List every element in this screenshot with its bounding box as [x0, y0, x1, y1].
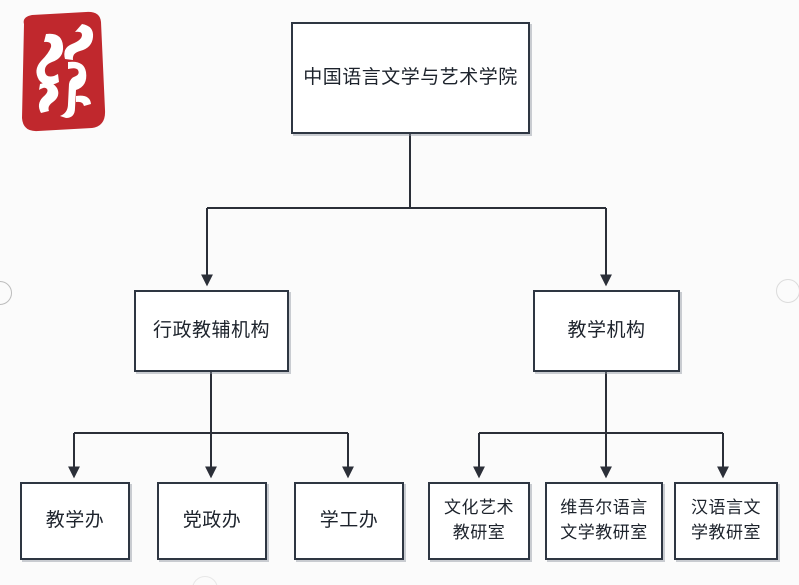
node-t3[interactable]: 汉语言文 学教研室 — [674, 482, 778, 560]
node-a2-label: 党政办 — [182, 509, 242, 531]
university-seal-logo — [22, 11, 106, 132]
node-admin-label: 行政教辅机构 — [152, 319, 270, 341]
node-a1[interactable]: 教学办 — [20, 482, 130, 560]
node-a2[interactable]: 党政办 — [157, 482, 267, 560]
node-t1[interactable]: 文化艺术 教研室 — [428, 482, 530, 560]
node-t2[interactable]: 维吾尔语言 文学教研室 — [545, 482, 663, 560]
node-t3-label: 汉语言文 学教研室 — [691, 498, 761, 542]
node-t2-label: 维吾尔语言 文学教研室 — [560, 498, 648, 542]
node-a1-label: 教学办 — [45, 509, 105, 531]
page-edge-artifact-left — [0, 281, 12, 305]
node-a3[interactable]: 学工办 — [294, 482, 404, 560]
page-edge-artifact-bottom — [192, 576, 218, 585]
node-a3-label: 学工办 — [319, 509, 379, 531]
node-root-label: 中国语言文学与艺术学院 — [303, 66, 518, 88]
node-teach[interactable]: 教学机构 — [533, 290, 680, 372]
node-teach-label: 教学机构 — [567, 319, 646, 341]
node-t1-label: 文化艺术 教研室 — [444, 498, 514, 542]
node-admin[interactable]: 行政教辅机构 — [134, 290, 289, 372]
node-root[interactable]: 中国语言文学与艺术学院 — [291, 22, 530, 134]
page-edge-artifact-right — [776, 279, 799, 303]
